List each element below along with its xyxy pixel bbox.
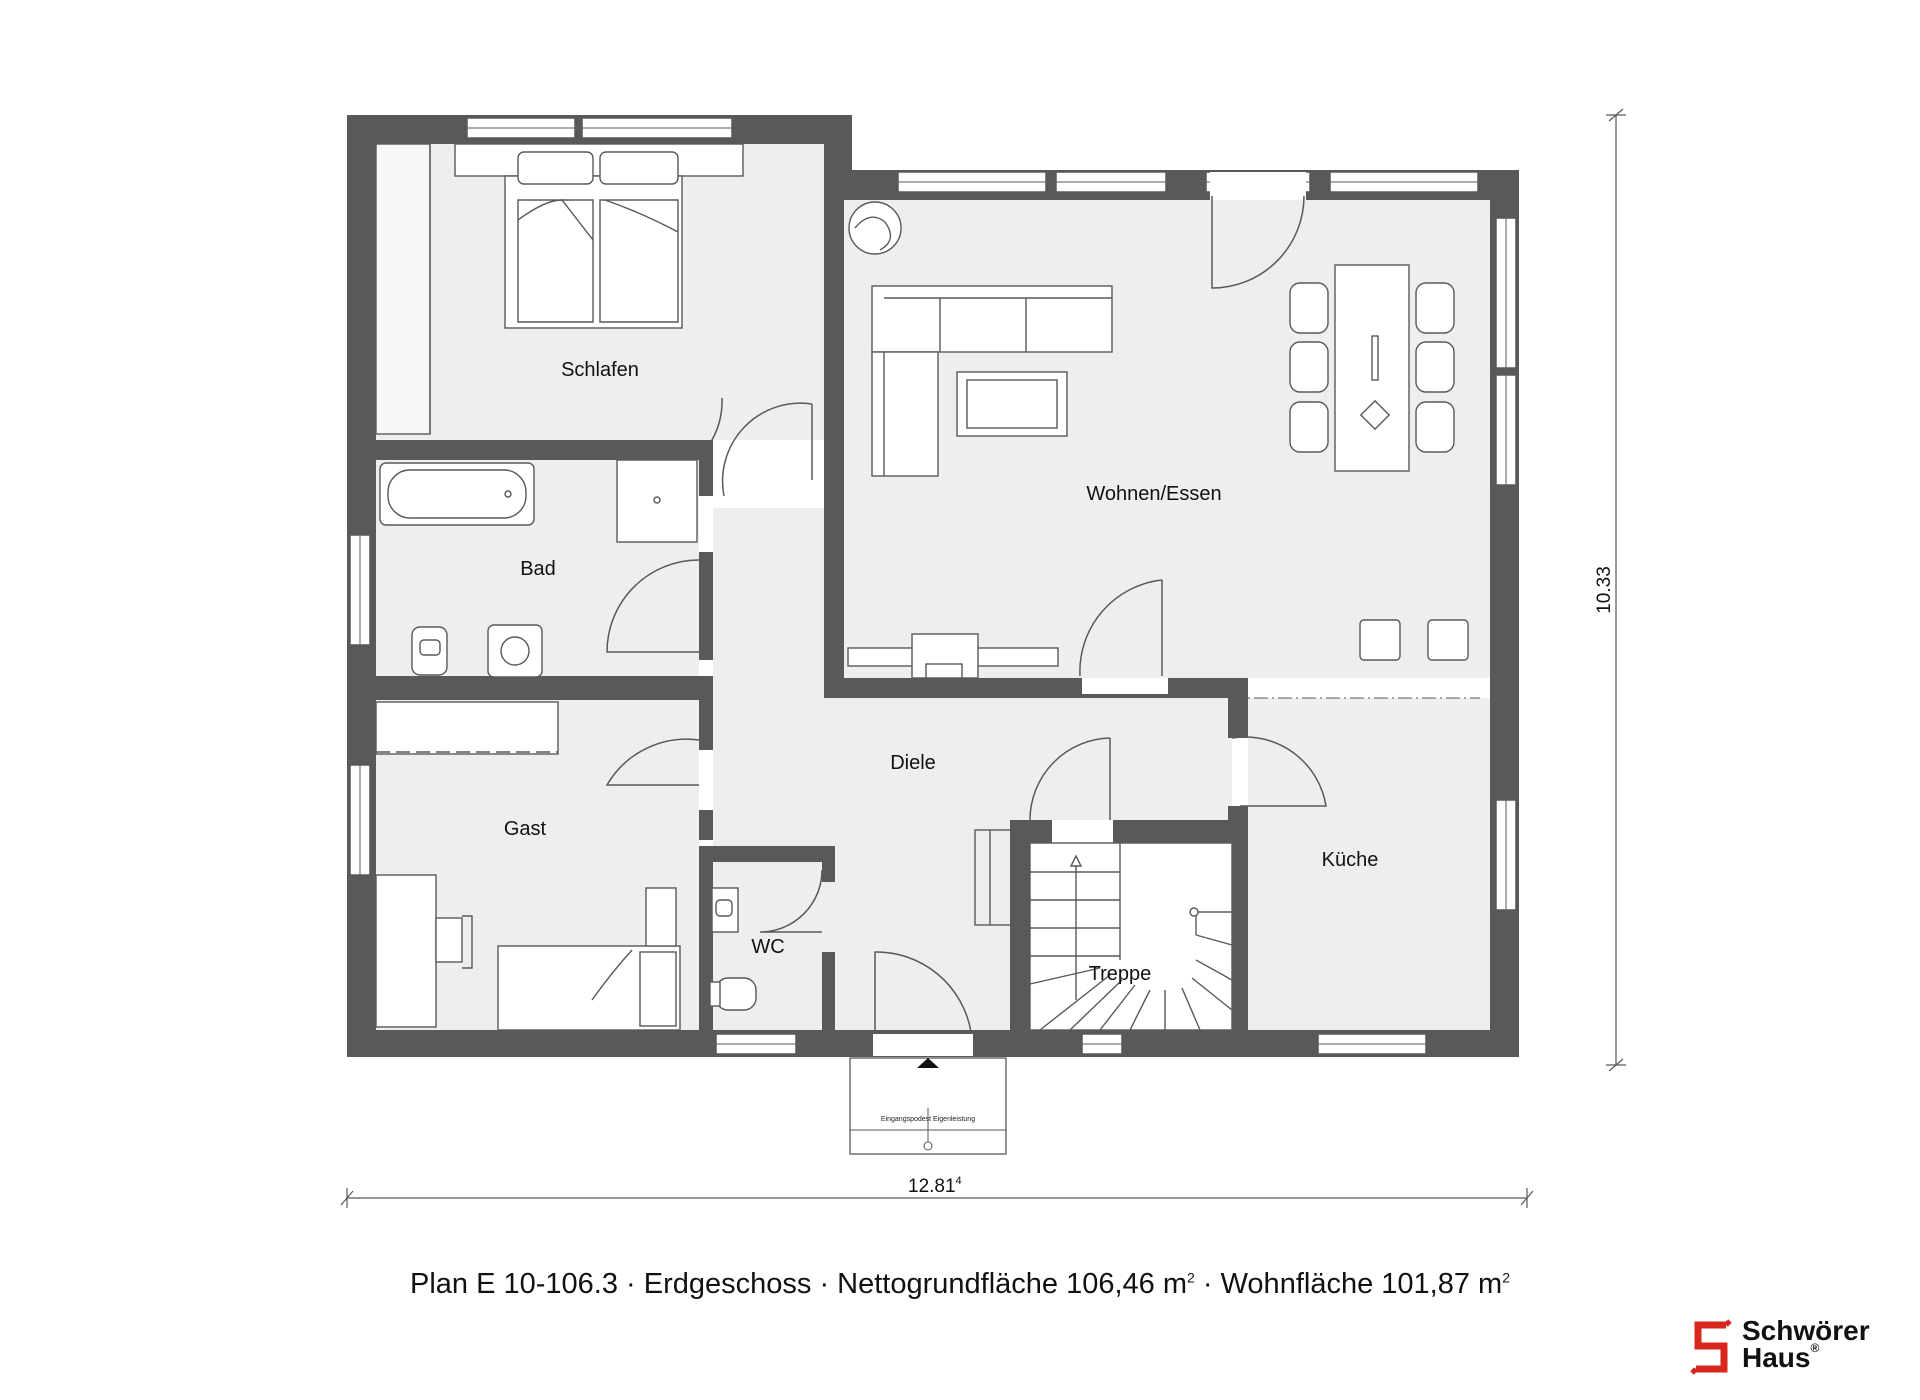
logo-registered-mark: ® <box>1810 1341 1820 1355</box>
logo-s-icon <box>1690 1319 1732 1375</box>
doors <box>605 172 1480 1056</box>
room-label-diele: Diele <box>890 752 936 774</box>
room-label-gast: Gast <box>504 818 547 840</box>
caption-sup-1: 2 <box>1187 1269 1195 1286</box>
wc-furniture <box>709 887 757 1011</box>
plan-caption: Plan E 10-106.3 · Erdgeschoss · Nettogru… <box>0 1268 1920 1301</box>
logo-line-2: Haus® <box>1742 1341 1820 1373</box>
logo-line-1: Schwörer <box>1742 1315 1870 1346</box>
living-furniture <box>847 201 1469 679</box>
caption-area-living: · Wohnfläche 101,87 m <box>1194 1268 1503 1300</box>
room-label-kueche: Küche <box>1322 849 1379 871</box>
windows <box>349 117 1517 1055</box>
dimension-lines <box>340 108 1626 1208</box>
bedroom-furniture <box>375 143 744 435</box>
room-labels: Schlafen Wohnen/Essen Bad Diele Gast Küc… <box>504 359 1378 985</box>
room-label-schlafen: Schlafen <box>561 359 639 381</box>
entrance-platform: Eingangspodest Eigenleistung <box>849 1057 1007 1155</box>
room-label-bad: Bad <box>520 558 556 580</box>
staircase <box>974 829 1233 1031</box>
entrance-note: Eingangspodest Eigenleistung <box>881 1116 975 1123</box>
bathroom-furniture <box>379 459 698 678</box>
dimension-width: 12.814 <box>908 1175 962 1197</box>
guest-furniture <box>375 701 681 1031</box>
room-label-treppe: Treppe <box>1089 963 1152 985</box>
caption-area-net: Plan E 10-106.3 · Erdgeschoss · Nettogru… <box>410 1268 1188 1300</box>
caption-sup-2: 2 <box>1502 1269 1510 1286</box>
room-label-wc: WC <box>751 936 784 958</box>
dimension-height: 10.33 <box>1594 566 1615 614</box>
room-label-wohnen-essen: Wohnen/Essen <box>1086 483 1221 505</box>
